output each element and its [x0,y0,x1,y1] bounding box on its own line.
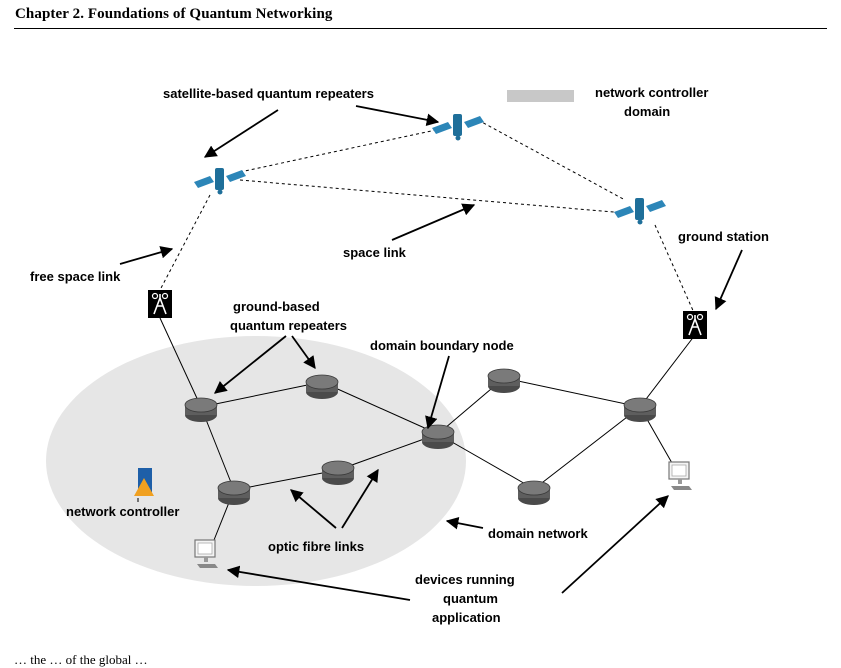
computer-icon-2 [668,461,693,491]
router-node-6 [517,480,551,506]
router-node-1 [184,397,218,423]
label-ground-repeaters-2: quantum repeaters [230,318,347,333]
router-node-5 [487,368,521,394]
label-devices-2: quantum [443,591,498,606]
label-space-link: space link [343,245,407,260]
ground-station-icon-2 [682,310,708,340]
figure-caption: … the … of the global … [14,652,148,667]
domain-area [46,336,466,586]
label-optic-fibre-links: optic fibre links [268,539,364,554]
domain-boundary-router [421,424,455,450]
label-network-controller: network controller [66,504,179,519]
label-domain-boundary-node: domain boundary node [370,338,514,353]
label-ground-station: ground station [678,229,769,244]
label-devices-1: devices running [415,572,515,587]
label-network-controller-domain-2: domain [624,104,670,119]
label-devices-3: application [432,610,501,625]
label-free-space-link: free space link [30,269,121,284]
satellite-icon-2 [432,114,484,141]
annotation-arrows [119,105,743,601]
controller-icon [134,468,154,502]
router-node-2 [305,374,339,400]
label-satellite-repeaters: satellite-based quantum repeaters [163,86,374,101]
chapter-title: Chapter 2. Foundations of Quantum Networ… [15,6,333,22]
ground-station-icon-1 [147,289,173,319]
router-node-3 [217,480,251,506]
label-ground-repeaters-1: ground-based [233,299,320,314]
router-node-4 [321,460,355,486]
satellite-icon-3 [614,198,666,225]
chapter-header: Chapter 2. Foundations of Quantum Networ… [14,6,827,29]
label-domain-network: domain network [488,526,588,541]
router-node-7 [623,397,657,423]
label-network-controller-domain-1: network controller [595,85,708,100]
dashed-links [159,119,696,316]
network-controller-domain-swatch [507,90,574,102]
satellite-icon-1 [194,168,246,195]
